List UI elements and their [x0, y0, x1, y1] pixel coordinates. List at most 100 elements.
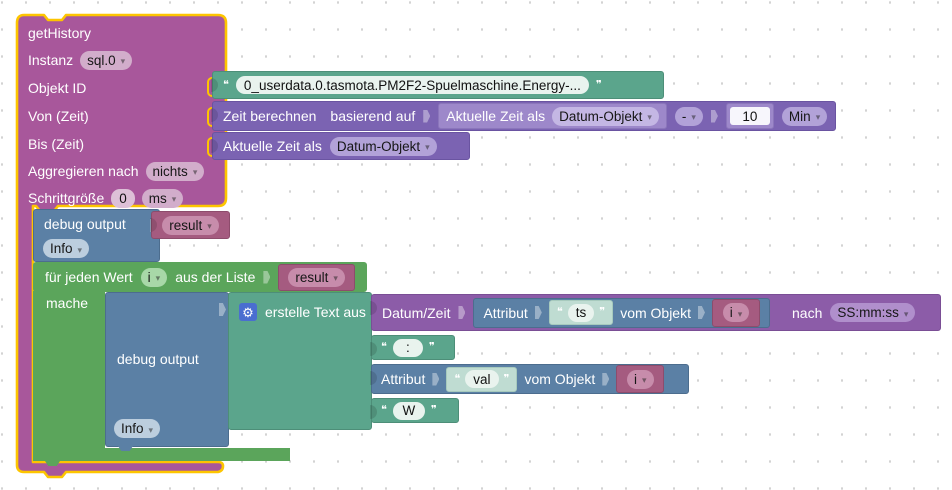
debug-output-label: debug output	[44, 216, 126, 232]
gethistory-title: getHistory	[28, 23, 91, 43]
variable-result-block[interactable]: result	[150, 211, 230, 239]
input-socket	[423, 109, 431, 123]
zeit-format-dropdown[interactable]: Datum-Objekt	[552, 106, 659, 126]
input-socket	[432, 372, 440, 386]
gear-icon[interactable]	[239, 303, 257, 321]
input-socket	[263, 270, 271, 284]
aktuelle-zeit-shadow-block[interactable]: Aktuelle Zeit als Datum-Objekt	[438, 103, 667, 129]
aggregieren-dropdown[interactable]: nichts	[145, 161, 205, 181]
close-quote-icon	[596, 80, 602, 91]
foreach-loop-footer[interactable]	[33, 448, 290, 461]
chevron-down-icon	[207, 218, 212, 232]
foreach-loop-rail[interactable]	[33, 291, 105, 449]
gethistory-block-content[interactable]: getHistory Instanz sql.0 Objekt ID Von (…	[14, 12, 226, 208]
chevron-down-icon	[691, 109, 696, 123]
zeit-format-value: Datum-Objekt	[559, 108, 643, 124]
log-level-value: Info	[50, 241, 73, 256]
von-label: Von (Zeit)	[28, 108, 89, 124]
objekt-id-text-field[interactable]: 0_userdata.0.tasmota.PM2F2-Spuelmaschine…	[235, 76, 589, 94]
zeit-format-dropdown[interactable]: Datum-Objekt	[329, 136, 437, 156]
chevron-down-icon	[647, 109, 652, 123]
variable-name: result	[169, 217, 203, 233]
close-quote-icon	[429, 342, 435, 353]
loop-variable-name: i	[147, 269, 151, 285]
string-text-field[interactable]: W	[392, 401, 425, 420]
variable-i-block[interactable]: i	[616, 365, 665, 393]
aus-der-liste-label: aus der Liste	[175, 269, 256, 285]
input-socket	[219, 303, 226, 316]
chevron-down-icon	[156, 270, 161, 284]
objekt-id-string-block[interactable]: 0_userdata.0.tasmota.PM2F2-Spuelmaschine…	[211, 71, 664, 99]
attribut-name-field[interactable]: val	[465, 370, 499, 388]
create-text-block[interactable]: erstelle Text aus	[228, 292, 372, 430]
einheit-dropdown[interactable]: Min	[781, 106, 828, 126]
input-socket	[698, 306, 705, 319]
gethistory-block-body[interactable]	[14, 12, 244, 482]
variable-dropdown[interactable]: i	[627, 369, 654, 389]
open-quote-icon	[381, 342, 387, 353]
instanz-dropdown[interactable]: sql.0	[80, 50, 133, 70]
debug-output-label: debug output	[117, 351, 199, 367]
bis-label: Bis (Zeit)	[28, 136, 84, 152]
loop-variable-dropdown[interactable]: i	[140, 267, 168, 287]
chevron-down-icon	[78, 242, 83, 256]
string-w-block[interactable]: W	[370, 398, 459, 423]
string-shadow-block[interactable]: val	[446, 366, 518, 392]
variable-dropdown[interactable]: i	[722, 303, 750, 322]
close-quote-icon	[599, 307, 605, 318]
variable-dropdown[interactable]: result	[162, 215, 219, 235]
datum-zeit-label: Datum/Zeit	[382, 304, 451, 321]
aktuelle-zeit-block[interactable]: Aktuelle Zeit als Datum-Objekt	[211, 132, 470, 160]
attribut-name-field[interactable]: ts	[567, 303, 595, 322]
foreach-label: für jeden Wert	[45, 269, 133, 285]
create-text-label: erstelle Text aus	[265, 304, 366, 320]
chevron-down-icon	[172, 191, 177, 205]
string-shadow-block[interactable]: ts	[548, 300, 614, 325]
aktuelle-zeit-label: Aktuelle Zeit als	[446, 108, 546, 124]
foreach-loop-header[interactable]: für jeden Wert i aus der Liste result	[33, 262, 367, 292]
operator-dropdown[interactable]: -	[674, 106, 703, 126]
schritt-wert-field[interactable]: 0	[111, 188, 135, 208]
debug-output-block-2[interactable]: debug output Info	[105, 292, 229, 447]
attribut-block[interactable]: Attribut val vom Objekt i	[370, 364, 689, 394]
chevron-down-icon	[149, 422, 154, 436]
aggregieren-label: Aggregieren nach	[28, 163, 139, 179]
chevron-down-icon	[738, 306, 743, 320]
input-socket	[534, 306, 542, 319]
zeit-berechnen-label: Zeit berechnen	[223, 108, 317, 124]
input-socket	[602, 372, 610, 386]
log-level-dropdown[interactable]: Info	[114, 419, 161, 438]
chevron-down-icon	[816, 109, 821, 123]
zeit-berechnen-block[interactable]: Zeit berechnen basierend auf Aktuelle Ze…	[211, 101, 836, 131]
schritt-einheit-dropdown[interactable]: ms	[141, 188, 184, 208]
gethistory-aggregieren-row: Aggregieren nach nichts	[28, 161, 205, 181]
input-socket	[710, 109, 718, 123]
chevron-down-icon	[333, 270, 338, 284]
instanz-label: Instanz	[28, 52, 74, 68]
basierend-auf-label: basierend auf	[330, 108, 416, 124]
variable-i-block[interactable]: i	[712, 298, 760, 327]
log-level-dropdown[interactable]: Info	[43, 239, 90, 258]
gethistory-instanz-row: Instanz sql.0	[28, 50, 133, 70]
vom-objekt-label: vom Objekt	[524, 371, 596, 387]
string-text-field[interactable]: :	[392, 338, 423, 357]
mache-label: mache	[46, 295, 89, 311]
aggregieren-value: nichts	[152, 163, 188, 179]
format-dropdown[interactable]: SS:mm:ss	[830, 303, 916, 322]
zeit-wert-field[interactable]: 10	[729, 107, 770, 125]
attribut-block[interactable]: Attribut ts vom Objekt i	[473, 297, 770, 328]
debug-output-block-1[interactable]: debug output Info	[33, 209, 160, 262]
open-quote-icon	[223, 80, 229, 91]
variable-name: i	[634, 371, 638, 387]
number-shadow-block[interactable]: 10	[725, 103, 774, 129]
string-colon-block[interactable]: :	[370, 335, 455, 360]
gethistory-objektid-row: Objekt ID	[28, 78, 86, 98]
close-quote-icon	[504, 374, 510, 385]
chevron-down-icon	[193, 164, 198, 178]
variable-dropdown[interactable]: result	[288, 267, 345, 287]
datum-zeit-block[interactable]: Datum/Zeit Attribut ts vom Objekt i nach…	[370, 294, 941, 331]
chevron-down-icon	[642, 372, 647, 386]
schritt-einheit-value: ms	[148, 190, 167, 206]
variable-result-block[interactable]: result	[278, 263, 355, 291]
